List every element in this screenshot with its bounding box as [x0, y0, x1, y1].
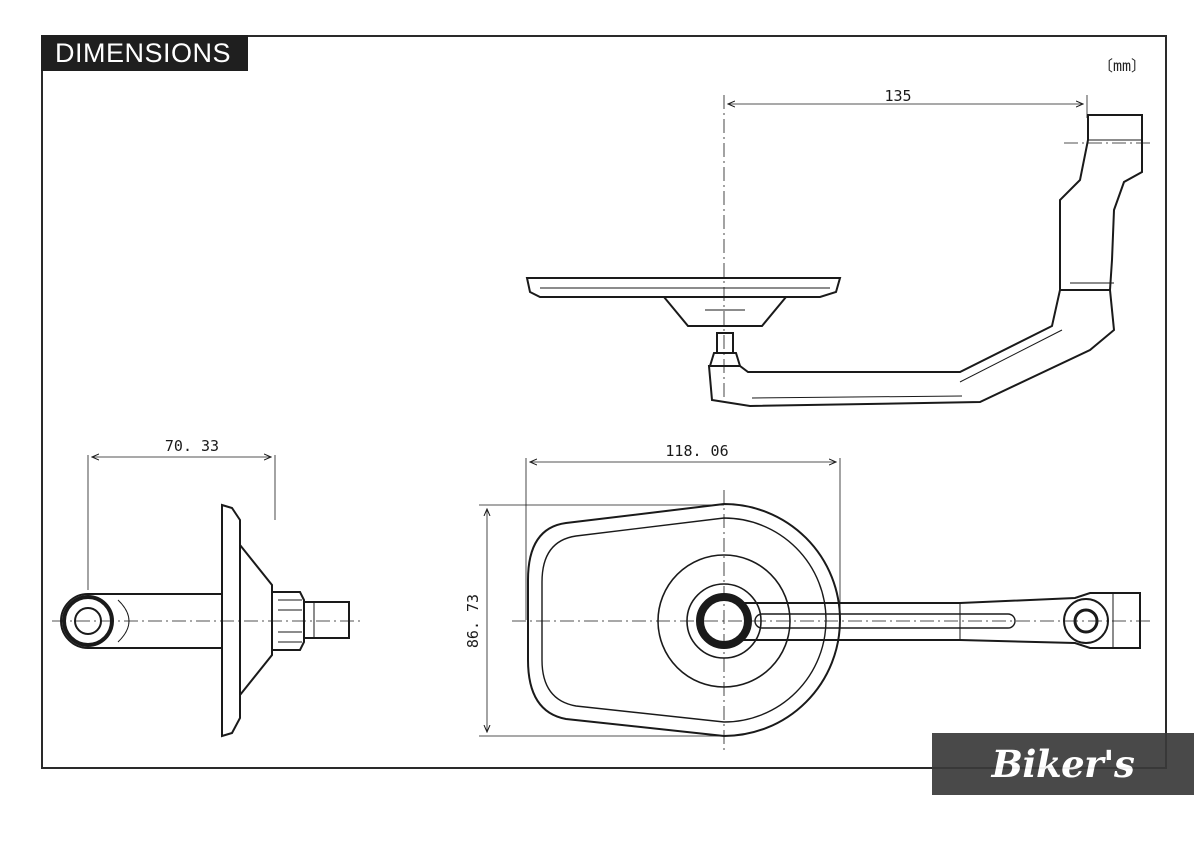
ball-joint-front [696, 593, 752, 649]
top-view [525, 95, 1150, 408]
dim-text-118-06: 118. 06 [665, 442, 728, 460]
watermark-text: Biker's Store [991, 742, 1135, 848]
dim-text-70-33: 70. 33 [165, 437, 219, 455]
ball-joint-top [716, 332, 734, 354]
mirror-head-side [221, 503, 241, 738]
mirror-head-top [525, 277, 842, 298]
unit-label: 〔mm〕 [1098, 57, 1147, 75]
mount-bolt-front [1063, 598, 1109, 644]
arm-top [707, 289, 1116, 408]
mirror-hub [657, 554, 791, 688]
drawing-frame [41, 35, 1167, 769]
front-view [479, 458, 1150, 750]
arm-end-side [60, 593, 223, 649]
ball-joint-side [271, 591, 305, 651]
dim-text-86-73: 86. 73 [464, 594, 482, 648]
watermark: Biker's Store [932, 733, 1194, 848]
dim-text-135: 135 [884, 87, 911, 105]
technical-drawing: 135 70. 33 118. 06 86. 73 [52, 87, 1150, 750]
clamp-top [1059, 114, 1143, 291]
mirror-outline-front [527, 502, 841, 738]
arm-front [742, 592, 1141, 649]
page-title: DIMENSIONS [41, 35, 248, 71]
side-view [52, 455, 360, 738]
mirror-cup [663, 296, 787, 327]
